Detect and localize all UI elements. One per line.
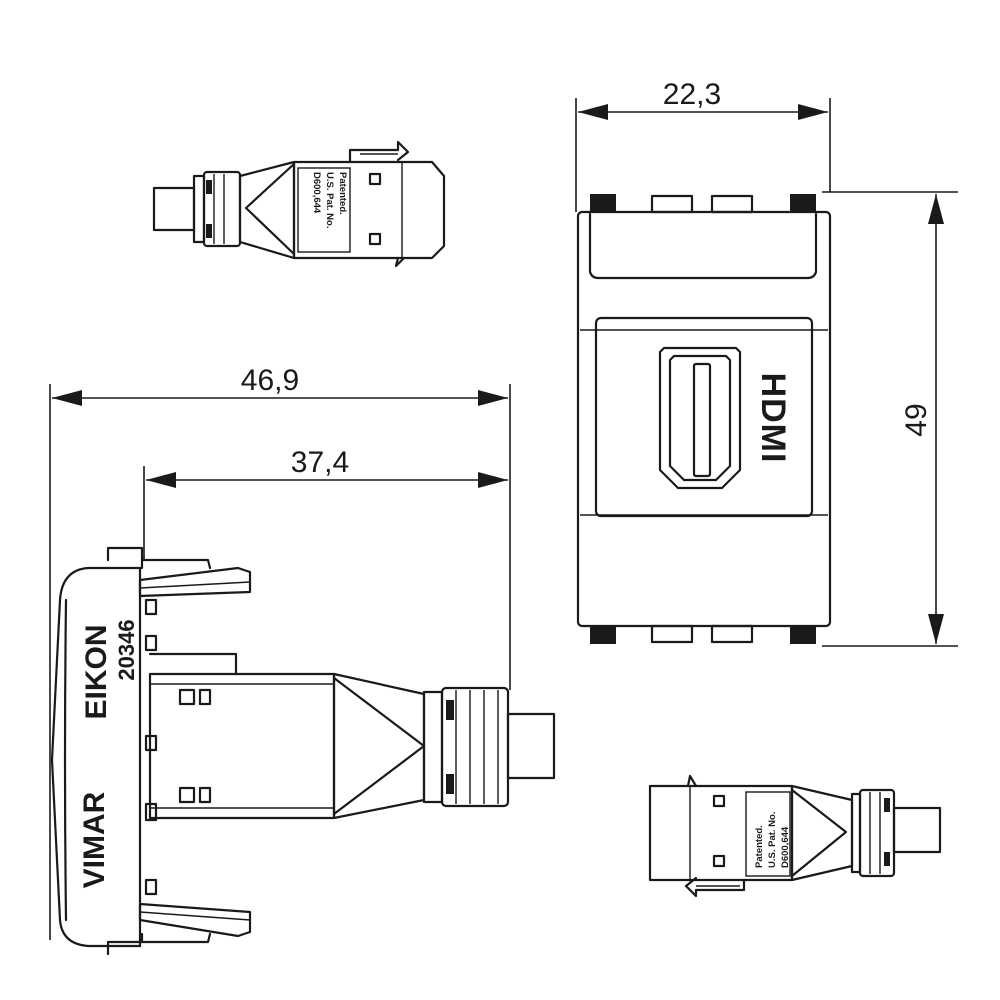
patent-text-line1: Patented.	[337, 172, 348, 215]
patent-text-line2-b: U.S. Pat. No.	[767, 812, 778, 868]
depth-total-dimension: 46,9	[49, 364, 511, 940]
width-value: 22,3	[663, 78, 721, 111]
patent-text-line3-b: D600,644	[780, 826, 791, 868]
hdmi-logo: HDMI	[754, 373, 792, 464]
patent-text-line2: U.S. Pat. No.	[324, 172, 335, 228]
height-value: 49	[900, 403, 933, 436]
side-view: EIKON 20346 VIMAR	[50, 546, 556, 956]
patent-text-line1-b: Patented.	[754, 825, 765, 868]
front-view: HDMI	[576, 194, 832, 644]
patent-text-line3: D600,644	[311, 172, 322, 214]
manufacturer-label: VIMAR	[78, 791, 111, 888]
depth-body-value: 37,4	[291, 446, 349, 479]
brand-series-label: EIKON	[80, 624, 113, 719]
article-code-label: 20346	[114, 619, 139, 680]
height-dimension: 49	[822, 191, 958, 647]
connector-bottom-view: Patented. U.S. Pat. No. D600,644	[648, 774, 942, 898]
depth-total-value: 46,9	[241, 364, 299, 397]
width-dimension: 22,3	[575, 78, 831, 212]
connector-top-view: Patented. U.S. Pat. No. D600,644	[152, 140, 446, 268]
depth-body-dimension: 37,4	[143, 446, 508, 560]
